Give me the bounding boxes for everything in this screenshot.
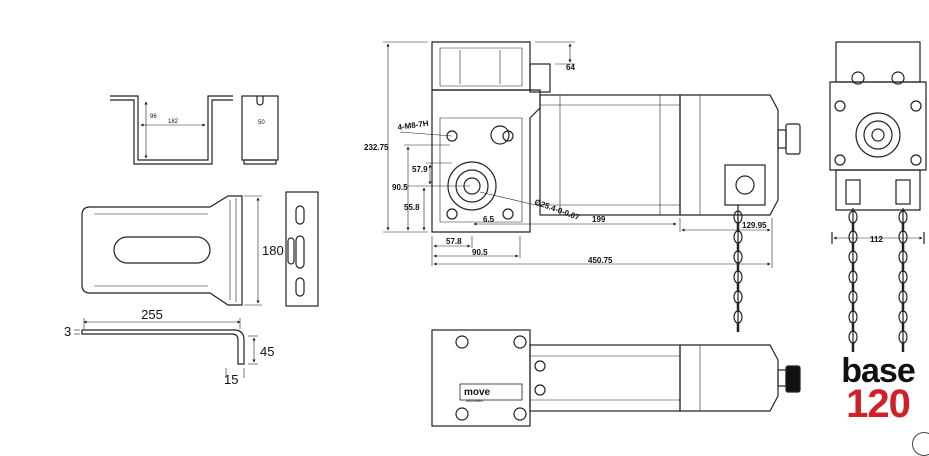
motor-dim-45075-label: 450.75 [588,256,613,265]
motor-dim-12995-label: 129.95 [742,221,767,230]
motor-dim-65-label: 6.5 [483,215,495,224]
bracket-side-view [241,95,279,165]
motor-dim-558-label: 55.8 [404,203,420,212]
bracket-plate-height-label: 180 [262,243,284,258]
motor-dim-199-label: 199 [592,215,606,224]
corner-circle-icon[interactable] [912,432,929,456]
motor-dim-578-label: 57.8 [446,237,462,246]
motor-top-offset-label: 64 [566,63,575,72]
motor-dim-579-label: 57.9 [412,165,428,174]
bracket-side-label: 50 [258,120,265,126]
technical-drawing: 182 96 50 180 [64,41,927,427]
motor-side-dimensions [383,41,773,268]
bracket-plate-view [81,195,262,306]
bracket-plate-length-label: 255 [141,307,163,322]
motor-side-chain [733,210,908,352]
bracket-plate-leg-label: 45 [260,344,274,359]
brand-line-base: base [841,352,916,390]
bracket-u-depth-label: 96 [150,114,157,120]
motor-dim-905h-label: 90.5 [472,248,488,257]
motor-overall-height-label: 232.75 [364,143,389,152]
drawing-canvas: 182 96 50 180 [64,41,927,427]
motor-holes-label: 4-M8-7H [397,119,429,132]
motor-top-logo: move [464,387,491,398]
bracket-u-view [110,95,233,165]
brand-line-120: 120 [846,382,911,426]
motor-dim-905v-label: 90.5 [392,183,408,192]
bracket-plate-profile [74,318,258,378]
motor-front-width-label: 112 [870,235,883,244]
bracket-plate-foot-label: 15 [224,372,238,387]
bracket-plate-thickness-label: 3 [64,324,71,339]
motor-top-logo-sub: automation [466,399,483,403]
motor-front-view [829,41,927,350]
bracket-u-width-label: 182 [168,119,179,125]
brand-logo: base 120 [838,354,918,424]
motor-top-view [431,329,801,427]
bracket-plate-edge [285,191,319,307]
motor-side-view [431,41,801,330]
